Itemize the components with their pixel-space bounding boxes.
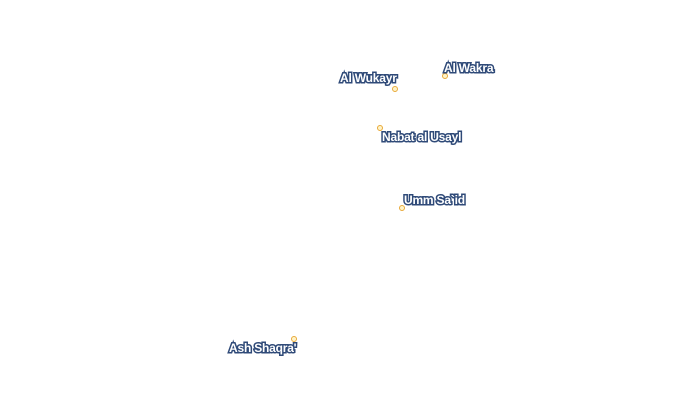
place-marker-icon[interactable] (392, 86, 398, 92)
place-marker-icon[interactable] (399, 205, 405, 211)
place-marker-icon[interactable] (377, 125, 383, 131)
place-label-nabat-al-usayl[interactable]: Nabat al Usayl (380, 129, 462, 146)
place-marker-icon[interactable] (291, 336, 297, 342)
place-label-al-wukayr[interactable]: Al Wukayr (339, 70, 399, 87)
place-label-ash-shaqra[interactable]: Ash Shaqra' (227, 340, 298, 357)
place-marker-icon[interactable] (442, 73, 448, 79)
place-label-umm-said[interactable]: Umm Sa`id (403, 192, 467, 209)
place-label-al-wakra[interactable]: Al Wakra (442, 60, 495, 77)
